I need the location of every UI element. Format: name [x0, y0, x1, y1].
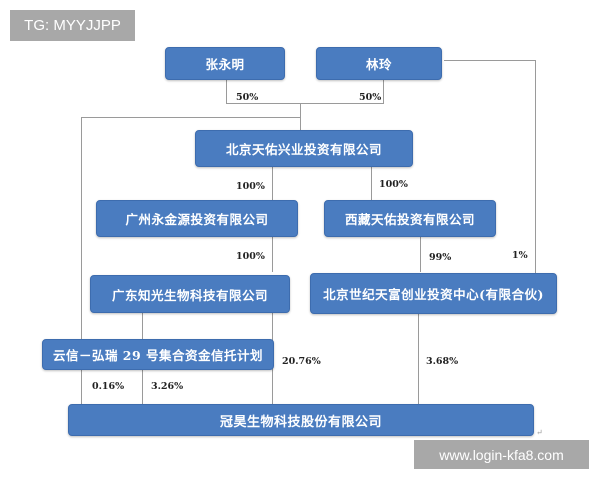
edge-label-lin-shiji: 1%: [512, 250, 528, 261]
connector-tianyou-xizang: [371, 166, 372, 200]
node-beijing-tianyou-xingye: 北京天佑兴业投资有限公司: [195, 130, 413, 167]
node-yunxin-hongrui-trust: 云信－弘瑞 29 号集合资金信托计划: [42, 339, 274, 370]
connector-lin-down: [383, 80, 384, 104]
node-zhang-yongming: 张永明: [165, 47, 285, 80]
return-mark: ↵: [536, 428, 543, 437]
connector-center-down: [300, 103, 301, 133]
connector-zhang-lin-join: [226, 103, 384, 104]
edge-label-guangzhou-guangdong: 100%: [236, 251, 265, 262]
connector-guangzhou-guangdong: [272, 236, 273, 272]
edge-label-lin-tianyou: 50%: [359, 92, 382, 103]
edge-label-trust-guanhao: 3.26%: [151, 381, 184, 392]
connector-tianyou-guangzhou: [272, 166, 273, 200]
connector-lin-right-down: [535, 60, 536, 276]
edge-label-xizang-shiji: 99%: [429, 252, 452, 263]
connector-xizang-shiji: [420, 236, 421, 272]
edge-label-tianyou-xizang: 100%: [379, 179, 408, 190]
connector-guangdong-trust: [142, 312, 143, 342]
node-guangzhou-yongjinyuan: 广州永金源投资有限公司: [96, 200, 298, 237]
connector-shiji-guanhao: [418, 314, 419, 404]
node-beijing-shiji-tianfu: 北京世纪天富创业投资中心(有限合伙): [310, 273, 557, 314]
watermark-top-left: TG: MYYJJPP: [10, 10, 135, 41]
node-lin-ling: 林玲: [316, 47, 442, 80]
edge-label-zhang-guanhao: 0.16%: [92, 381, 125, 392]
edge-label-guangdong-guanhao: 20.76%: [282, 356, 321, 367]
edge-label-zhang-tianyou: 50%: [236, 92, 259, 103]
connector-trust-guanhao: [142, 370, 143, 404]
watermark-bottom-right: www.login-kfa8.com: [414, 440, 589, 469]
connector-zhang-down: [226, 80, 227, 104]
connector-lin-right: [444, 60, 536, 61]
node-xizang-tianyou: 西藏天佑投资有限公司: [324, 200, 496, 237]
edge-label-shiji-guanhao: 3.68%: [426, 356, 459, 367]
connector-left-outer: [81, 117, 82, 405]
node-guanhao-bio: 冠昊生物科技股份有限公司: [68, 404, 534, 436]
edge-label-tianyou-guangzhou: 100%: [236, 181, 265, 192]
connector-left-outer-top: [81, 117, 301, 118]
node-guangdong-zhiguang: 广东知光生物科技有限公司: [90, 275, 290, 313]
